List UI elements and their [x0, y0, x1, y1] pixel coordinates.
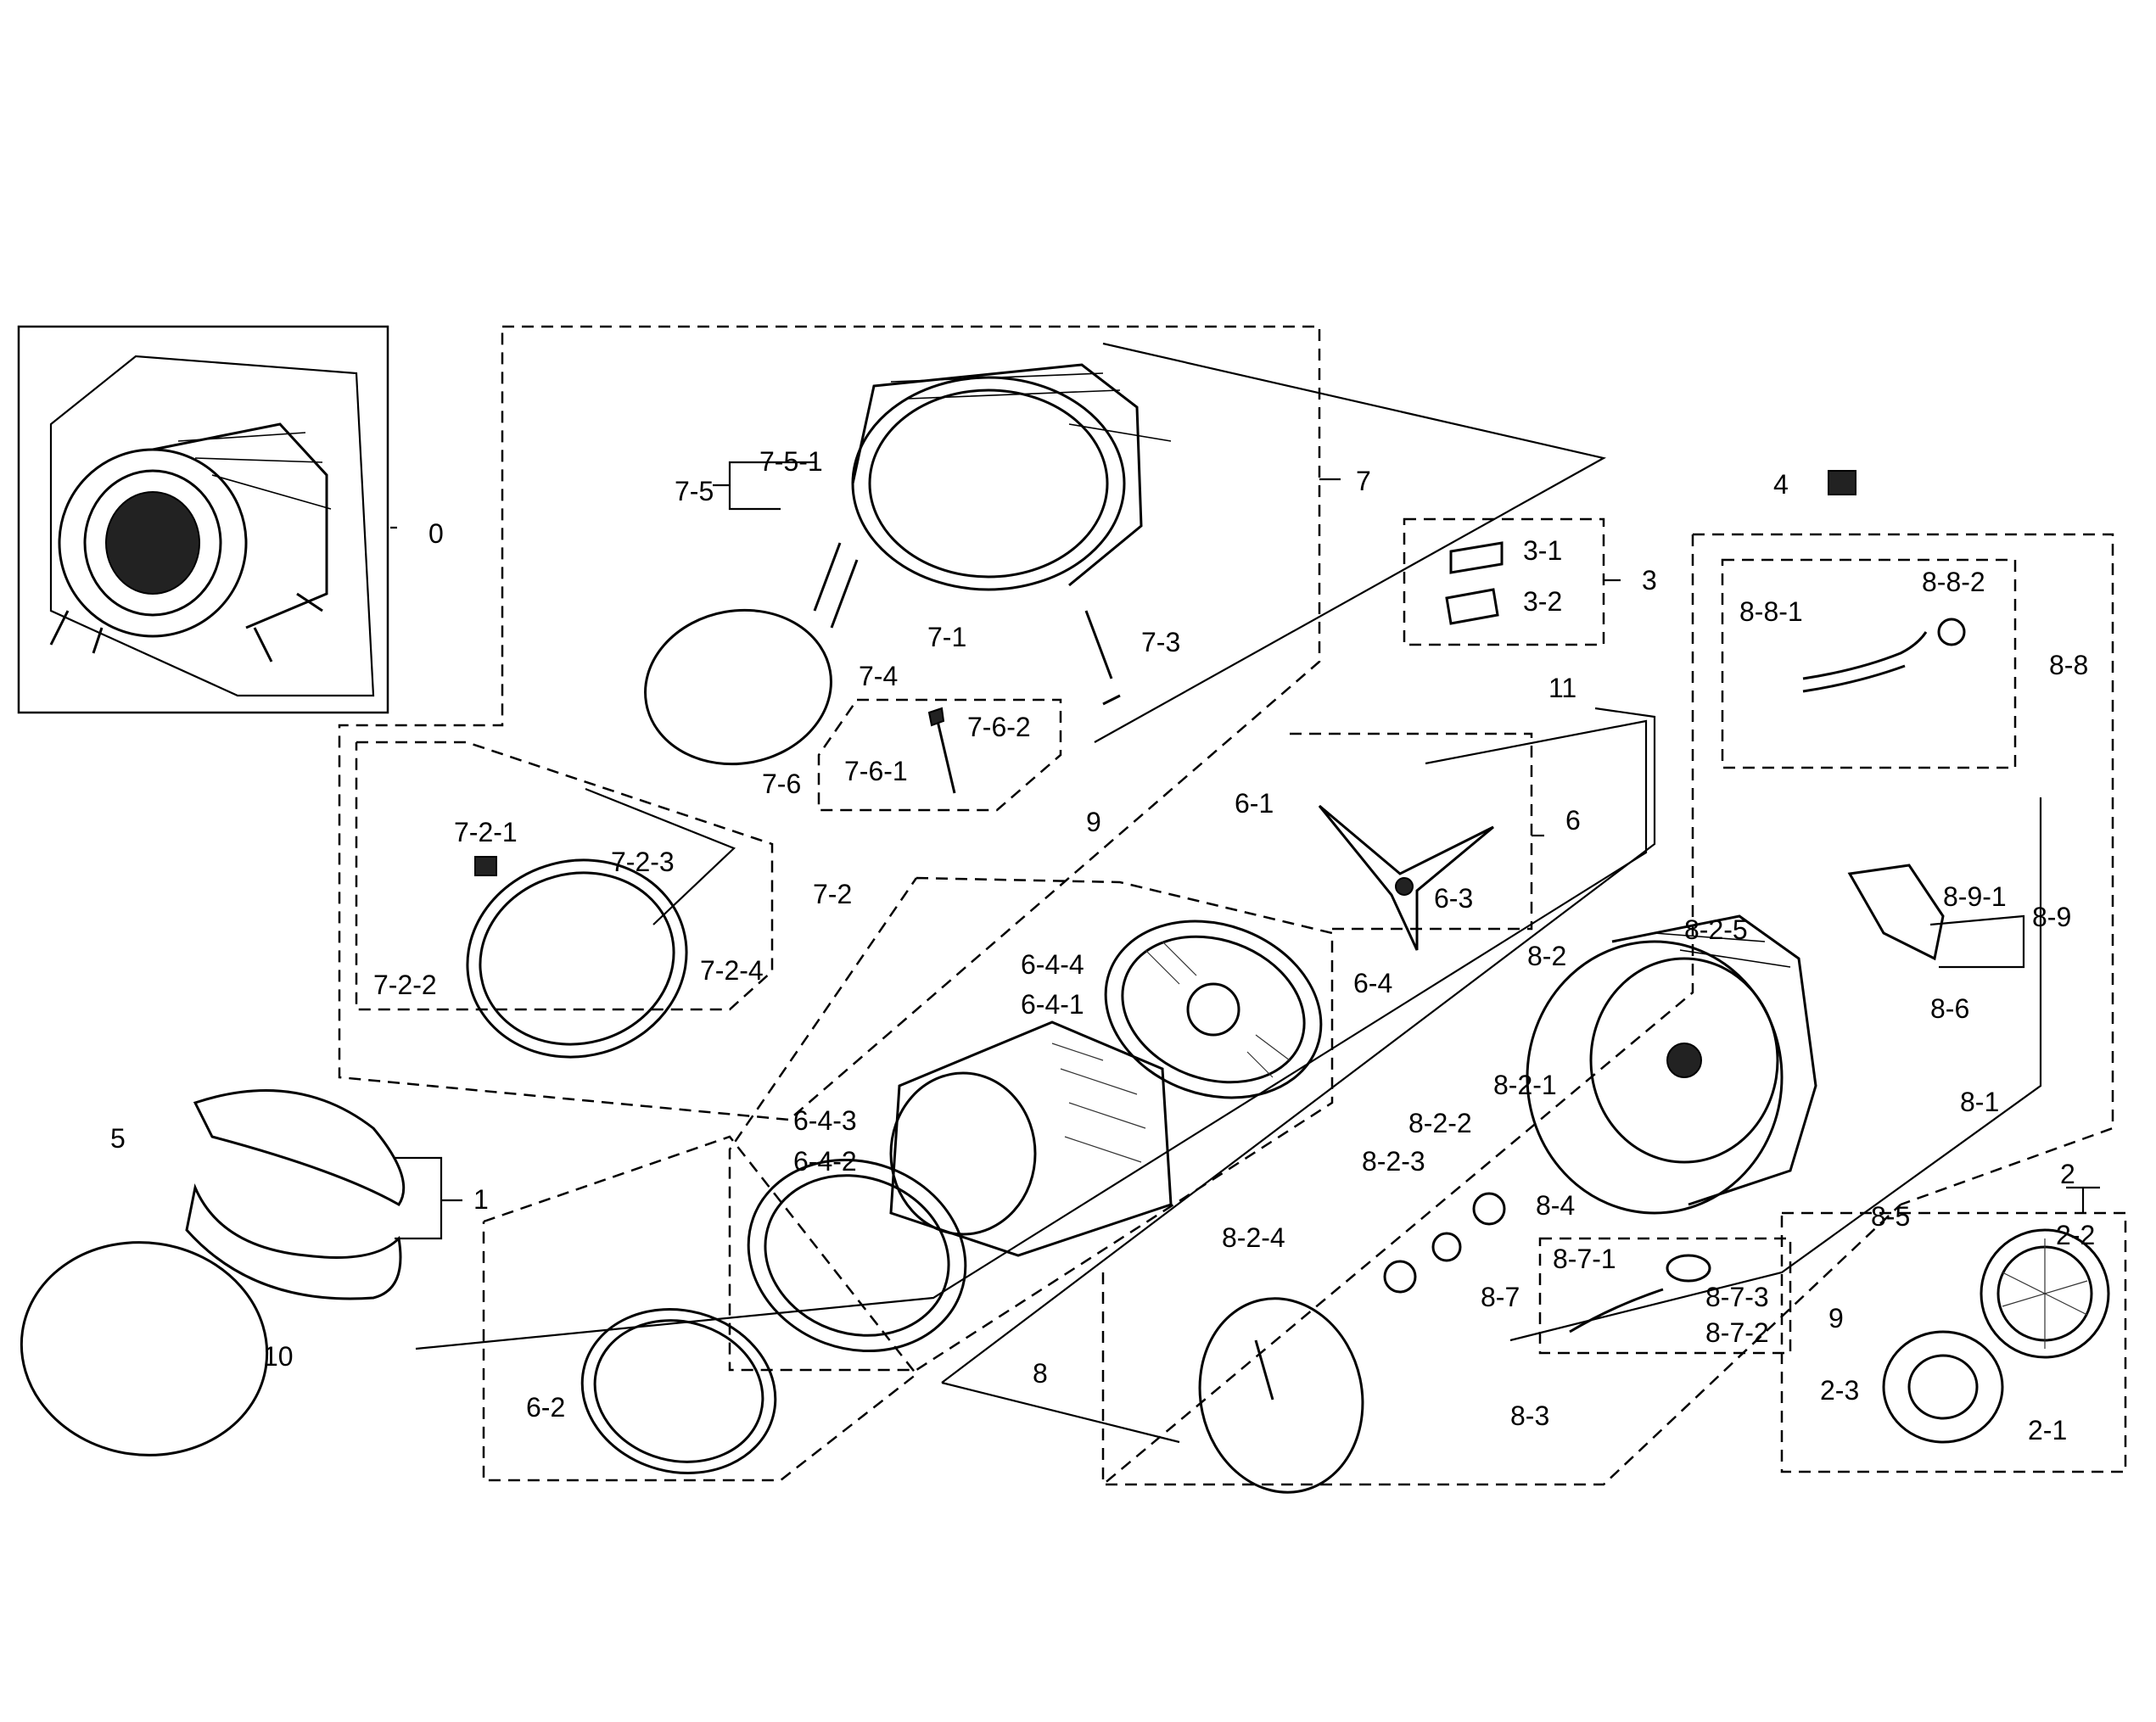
- drum-body-6-4-1: [889, 1020, 1173, 1257]
- label-8-2: 8-2: [1527, 941, 1566, 971]
- label-6: 6: [1565, 805, 1581, 836]
- label-8-9: 8-9: [2032, 902, 2071, 932]
- callout-labels: 0 1 2 2-1 2-2 2-3 3 3-1 3-2 4 5 6 6-1 6-…: [110, 446, 2095, 1445]
- label-8-2-5: 8-2-5: [1684, 914, 1748, 945]
- group-8-outline: [941, 533, 2114, 1486]
- label-6-4-3: 6-4-3: [793, 1105, 857, 1136]
- label-8-2-3: 8-2-3: [1362, 1146, 1425, 1177]
- label-8-2-2: 8-2-2: [1408, 1108, 1472, 1138]
- label-8-4: 8-4: [1536, 1190, 1575, 1221]
- label-6-4: 6-4: [1353, 968, 1392, 998]
- door-hinge-brackets: [20, 1088, 462, 1456]
- label-7-1: 7-1: [927, 622, 966, 652]
- label-7-4: 7-4: [859, 661, 898, 691]
- label-8-2-4: 8-2-4: [1222, 1222, 1285, 1253]
- tub-front-cover: [813, 342, 1607, 743]
- label-6-4-4: 6-4-4: [1021, 949, 1084, 980]
- label-2: 2: [2060, 1159, 2075, 1189]
- label-8-3: 8-3: [1510, 1401, 1549, 1431]
- label-7-6-1: 7-6-1: [844, 756, 908, 786]
- label-8-1: 8-1: [1960, 1087, 1999, 1117]
- label-3: 3: [1642, 565, 1657, 595]
- label-9-a: 9: [1086, 807, 1101, 837]
- group-6-outline: [415, 719, 1648, 1372]
- group-8-9-parts: [1847, 864, 2025, 969]
- gasket-ring-7-4: [644, 608, 832, 766]
- drum-spider-6-3: [1318, 804, 1494, 951]
- label-7-2-1: 7-2-1: [454, 817, 518, 847]
- label-9-b: 9: [1828, 1303, 1844, 1333]
- tub-back-8-2-5: [1526, 914, 1817, 1215]
- leader-lines: [390, 461, 1621, 837]
- group-8-7-outline: [1538, 1237, 1792, 1355]
- label-7-3: 7-3: [1141, 627, 1180, 657]
- part-4-connector: [1828, 470, 1856, 495]
- label-4: 4: [1773, 469, 1789, 500]
- label-6-2: 6-2: [526, 1392, 565, 1423]
- label-10: 10: [263, 1341, 294, 1372]
- label-8-7-1: 8-7-1: [1553, 1244, 1616, 1274]
- label-8-5: 8-5: [1871, 1201, 1910, 1232]
- label-8-6: 8-6: [1930, 993, 1969, 1024]
- label-7-2-4: 7-2-4: [700, 955, 764, 986]
- label-7-2: 7-2: [813, 879, 852, 909]
- group-7-6-outline: [817, 698, 1062, 812]
- label-8-2-1: 8-2-1: [1493, 1070, 1557, 1100]
- label-8-8-2: 8-8-2: [1922, 567, 1985, 597]
- label-7-5-1: 7-5-1: [759, 446, 823, 477]
- label-1: 1: [473, 1184, 489, 1215]
- label-3-1: 3-1: [1523, 535, 1562, 566]
- label-8: 8: [1033, 1358, 1048, 1389]
- label-3-2: 3-2: [1523, 586, 1562, 617]
- drum-front-ring-6-4-2: [747, 1158, 967, 1353]
- label-11: 11: [1548, 673, 1576, 703]
- label-8-7: 8-7: [1481, 1282, 1520, 1312]
- group-3-outline: [1403, 517, 1605, 646]
- group-6-2-outline: [482, 1135, 918, 1482]
- label-2-1: 2-1: [2028, 1415, 2067, 1445]
- drum-back-6-4-4: [1104, 920, 1323, 1099]
- label-2-3: 2-3: [1820, 1375, 1859, 1406]
- label-8-7-3: 8-7-3: [1705, 1282, 1769, 1312]
- label-8-7-2: 8-7-2: [1705, 1317, 1769, 1348]
- label-6-3: 6-3: [1434, 883, 1473, 914]
- label-7-2-3: 7-2-3: [611, 847, 675, 877]
- group-7-2-outline: [355, 741, 774, 1059]
- label-6-4-2: 6-4-2: [793, 1146, 857, 1177]
- group-8-2-parts: [1198, 1192, 1506, 1494]
- label-7: 7: [1356, 466, 1371, 496]
- label-8-8: 8-8: [2049, 650, 2088, 680]
- label-7-5: 7-5: [675, 476, 714, 506]
- label-7-6-2: 7-6-2: [967, 712, 1031, 742]
- group-2-outline: [1780, 1186, 2127, 1473]
- group-7-outline: [338, 325, 1321, 1121]
- assembly-overview: [17, 325, 389, 714]
- label-6-1: 6-1: [1235, 788, 1274, 819]
- label-7-2-2: 7-2-2: [373, 970, 437, 1000]
- label-2-2: 2-2: [2056, 1220, 2095, 1250]
- label-8-9-1: 8-9-1: [1943, 881, 2007, 912]
- label-5: 5: [110, 1123, 126, 1154]
- label-7-6: 7-6: [762, 769, 801, 799]
- label-8-8-1: 8-8-1: [1739, 596, 1803, 627]
- group-8-8-outline: [1721, 558, 2017, 769]
- label-0: 0: [428, 518, 444, 549]
- label-6-4-1: 6-4-1: [1021, 989, 1084, 1020]
